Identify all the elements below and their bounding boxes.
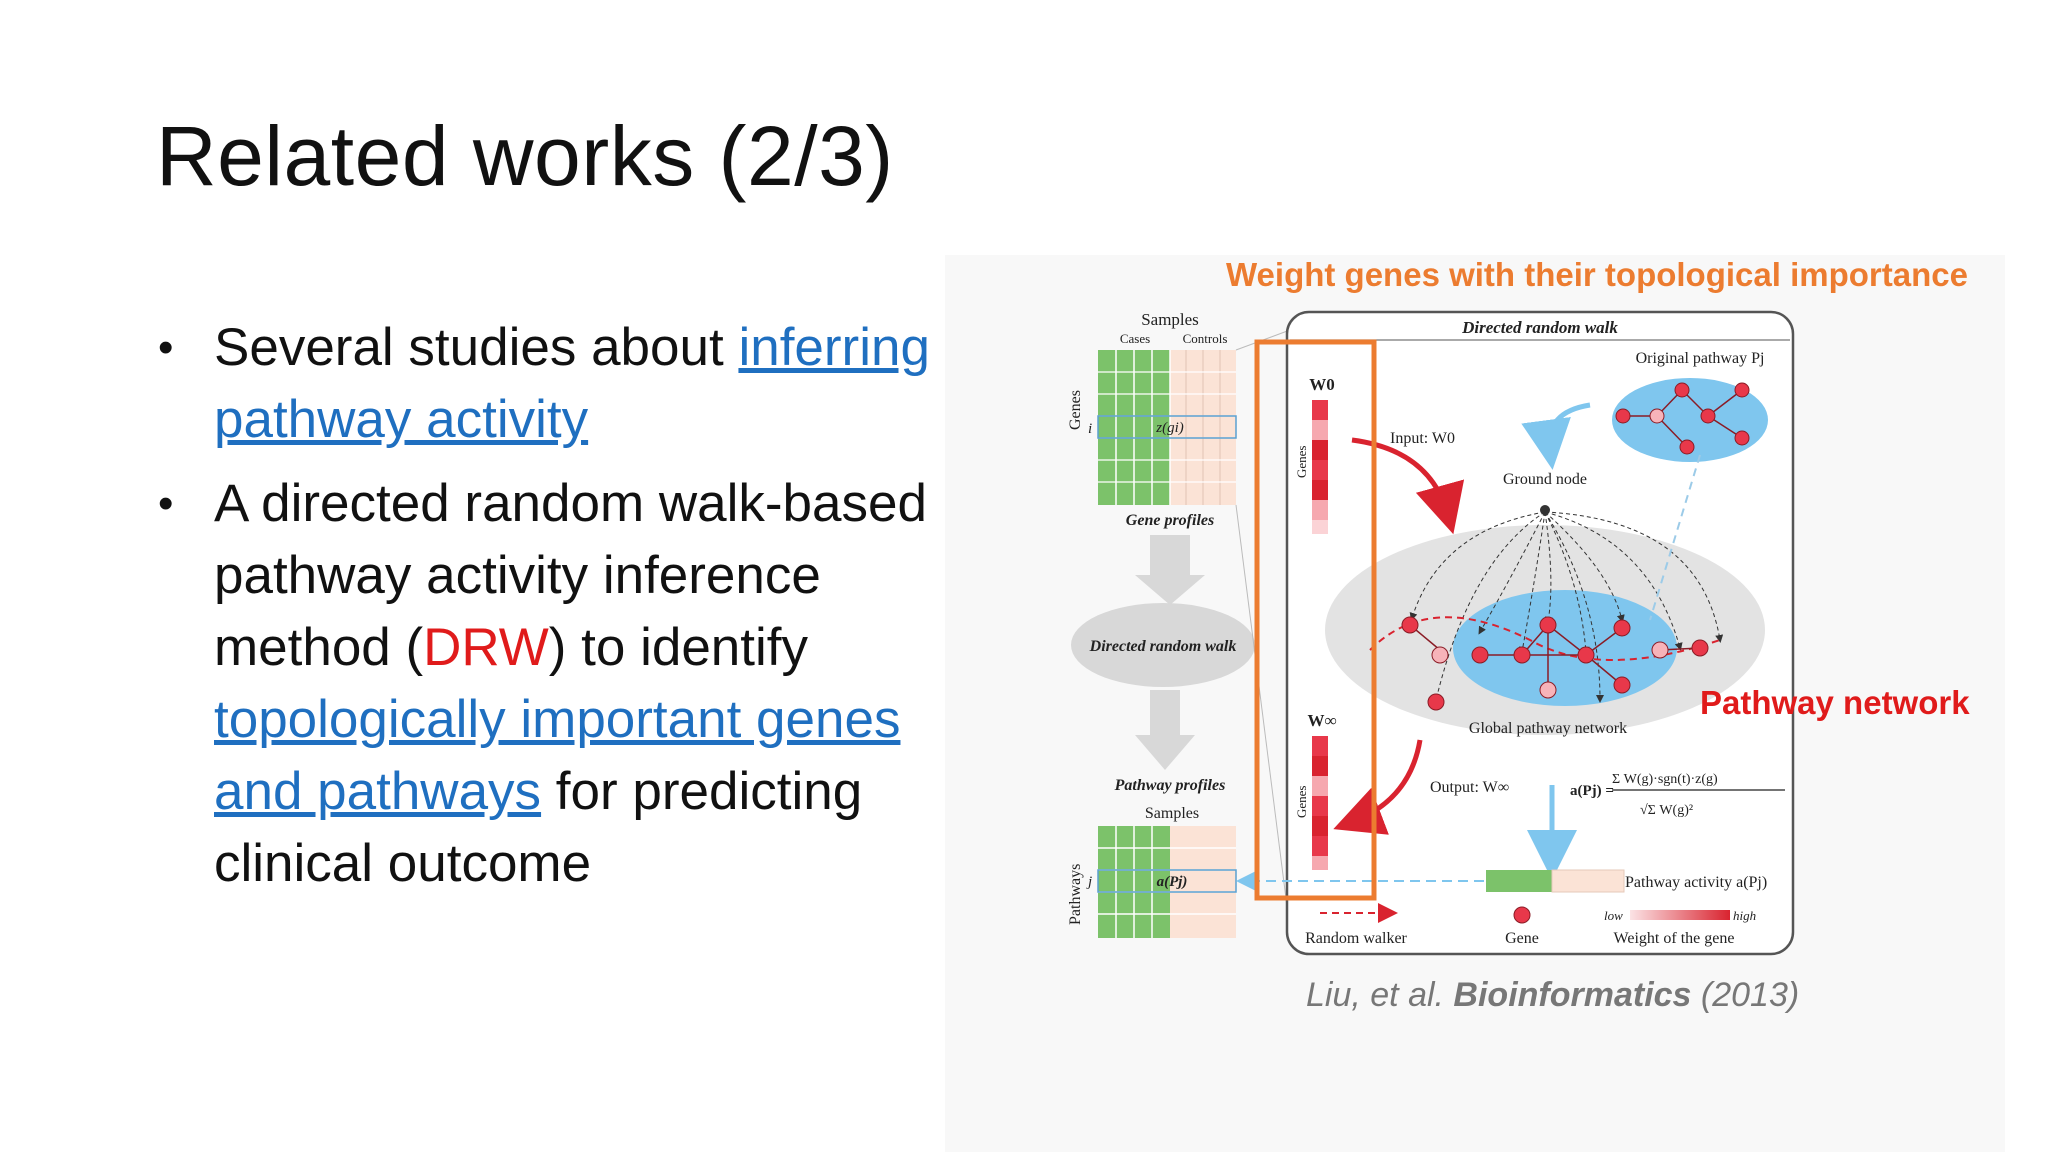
pathway-activity-label: Pathway activity a(Pj) bbox=[1625, 874, 1767, 891]
drw-ellipse bbox=[1071, 603, 1255, 687]
annotation-pathway-network: Pathway network bbox=[1700, 684, 1970, 721]
legend-weight-gradient bbox=[1630, 910, 1730, 920]
genes-axis-label: Genes bbox=[1067, 390, 1084, 430]
citation-journal: Bioinformatics bbox=[1453, 976, 1692, 1014]
link-topologically-important-genes[interactable]: topologically important genes and pathwa… bbox=[214, 690, 901, 821]
citation: Liu, et al. Bioinformatics (2013) bbox=[1306, 976, 1800, 1014]
down-arrow-icon bbox=[1135, 690, 1195, 770]
slide-title: Related works (2/3) bbox=[156, 109, 894, 203]
gene-profiles-matrix bbox=[1097, 350, 1237, 505]
input-arrow bbox=[1351, 437, 1465, 535]
annotation-topological-importance: Weight genes with their topological impo… bbox=[1226, 256, 1968, 293]
genes-axis-w0: Genes bbox=[1294, 446, 1309, 479]
a-label: a(Pj) bbox=[1157, 874, 1188, 890]
global-network-label: Global pathway network bbox=[1469, 720, 1627, 737]
panel-title: Directed random walk bbox=[1461, 318, 1618, 337]
legend-gene: Gene bbox=[1505, 930, 1539, 947]
ground-edges bbox=[1409, 511, 1724, 703]
bullet-dot-icon: • bbox=[158, 323, 174, 372]
bullet-dot-icon: • bbox=[158, 479, 174, 528]
pathways-axis-label: Pathways bbox=[1067, 864, 1084, 925]
gene-row-label: i bbox=[1088, 421, 1092, 437]
ground-node-label: Ground node bbox=[1503, 471, 1587, 488]
w0-label: W0 bbox=[1309, 375, 1335, 394]
gene-profiles-label: Gene profiles bbox=[1126, 512, 1214, 529]
bullet-item: • A directed random walk-based pathway a… bbox=[150, 468, 970, 900]
formula-numerator: Σ W(g)·sgn(t)·z(g) bbox=[1612, 772, 1718, 787]
samples-label-2: Samples bbox=[1145, 805, 1199, 822]
drw-highlight: DRW bbox=[423, 618, 549, 677]
formula-lhs: a(Pj) = bbox=[1570, 783, 1614, 799]
pathway-profiles-matrix bbox=[1097, 826, 1237, 938]
output-label: Output: W∞ bbox=[1430, 779, 1509, 796]
connector-line bbox=[1235, 504, 1291, 931]
output-arrow bbox=[1333, 739, 1423, 835]
legend-weight: Weight of the gene bbox=[1614, 930, 1735, 947]
orange-highlight-box bbox=[1254, 339, 1377, 901]
controls-label: Controls bbox=[1183, 331, 1228, 346]
drw-ellipse-label: Directed random walk bbox=[1089, 638, 1237, 655]
cases-label: Cases bbox=[1120, 331, 1150, 346]
original-pathway-genes bbox=[1615, 382, 1750, 455]
pathway-profiles-label: Pathway profiles bbox=[1114, 777, 1226, 794]
legend-gene-icon bbox=[1513, 906, 1531, 924]
input-label: Input: W0 bbox=[1390, 430, 1455, 447]
winf-vector bbox=[1312, 736, 1328, 870]
link-inferring-pathway-activity[interactable]: inferring pathway activity bbox=[214, 318, 930, 449]
bullet-item: • Several studies about inferring pathwa… bbox=[150, 312, 970, 456]
samples-label: Samples bbox=[1141, 310, 1199, 329]
network-genes bbox=[1401, 616, 1709, 711]
pathway-activity-vector bbox=[1486, 869, 1625, 893]
pathway-to-ground-arrow bbox=[1521, 402, 1591, 470]
formula-denominator: √Σ W(g)² bbox=[1640, 803, 1693, 818]
legend-low: low bbox=[1604, 908, 1623, 923]
pathway-mapping-line bbox=[1649, 454, 1701, 621]
w0-vector bbox=[1312, 400, 1328, 534]
pathway-subnetwork-region bbox=[1453, 590, 1677, 706]
z-label: z(gi) bbox=[1155, 420, 1184, 436]
genes-axis-winf: Genes bbox=[1294, 786, 1309, 819]
legend-high: high bbox=[1733, 908, 1756, 923]
winf-label: W∞ bbox=[1307, 711, 1336, 730]
pathway-row-label: j bbox=[1086, 874, 1092, 890]
original-pathway-label: Original pathway Pj bbox=[1636, 350, 1765, 367]
down-arrow-icon bbox=[1135, 535, 1205, 605]
bullet-list: • Several studies about inferring pathwa… bbox=[150, 312, 970, 912]
legend-random-walker: Random walker bbox=[1305, 930, 1407, 947]
